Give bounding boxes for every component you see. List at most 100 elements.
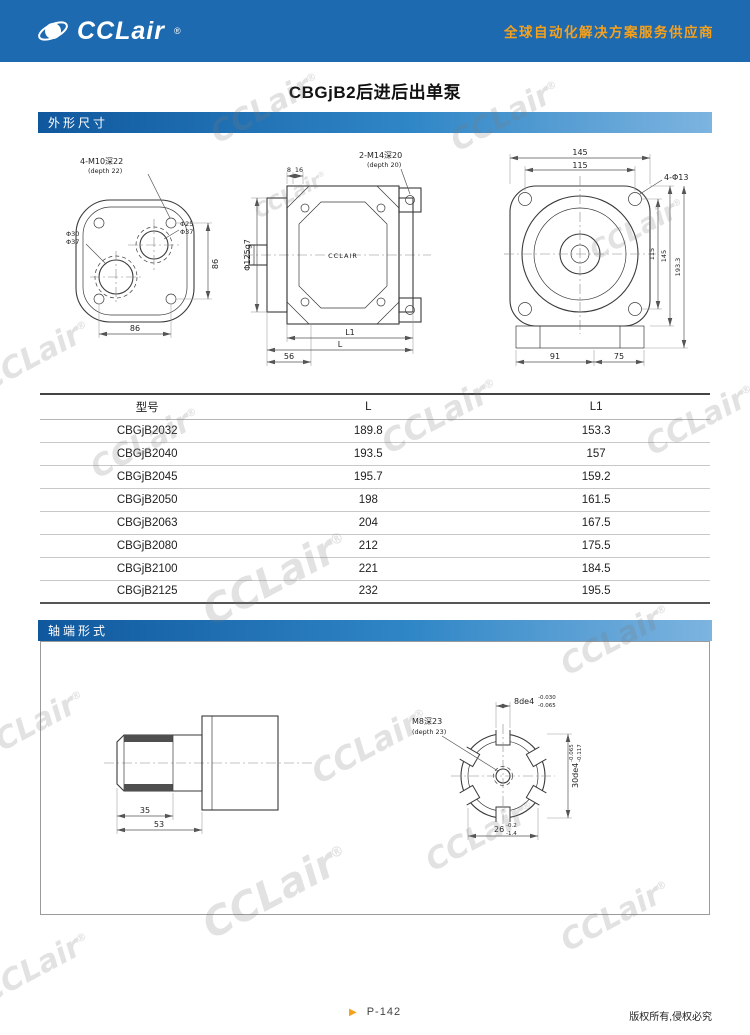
rear-view-outline — [75, 199, 195, 323]
table-header-row: 型号 L L1 — [40, 393, 710, 420]
side-view-dimensions: 8 16 2-M14深20 (depth 20) Φ125g7 L1 L 56 — [243, 151, 414, 366]
table-row: CBGjB2125 232 195.5 — [40, 580, 710, 604]
dim-label: 193.3 — [674, 258, 682, 277]
spline-section — [451, 724, 555, 828]
dim-label: 115 — [572, 161, 587, 170]
spline-dimensions: M8深23 (depth 23) 8de4 -0.030 -0.065 30de… — [412, 695, 583, 840]
dim-label: 56 — [284, 352, 294, 361]
cell-l: 204 — [254, 511, 483, 535]
page-marker-triangle-icon: ▶ — [348, 1007, 358, 1018]
cell-l1: 157 — [482, 442, 710, 466]
cclair-logo: CCLair ® — [36, 14, 181, 48]
dim-label: Φ125g7 — [243, 239, 252, 271]
cell-l: 198 — [254, 488, 483, 512]
dim-label: 91 — [550, 352, 560, 361]
dim-label: Φ30 — [66, 230, 79, 238]
side-view-outline: CCLAIR — [243, 185, 431, 325]
cell-model: CBGjB2045 — [40, 465, 255, 489]
shaft-section-box — [40, 641, 710, 915]
cell-l: 232 — [254, 580, 483, 604]
section-header-shaft: 轴端形式 — [38, 620, 712, 641]
cell-l: 195.7 — [254, 465, 483, 489]
table-row: CBGjB2050 198 161.5 — [40, 488, 710, 512]
cell-model: CBGjB2050 — [40, 488, 255, 512]
footer-page-number: ▶ P-142 — [0, 1006, 750, 1018]
cell-l: 212 — [254, 534, 483, 558]
table-row: CBGjB2080 212 175.5 — [40, 534, 710, 558]
watermark: CCLair® — [0, 929, 89, 1011]
shaft-dimensions: 35 53 — [116, 788, 203, 834]
dim-label: (depth 22) — [88, 167, 122, 175]
cell-model: CBGjB2125 — [40, 580, 255, 604]
dim-tolerance: -1.4 — [506, 831, 517, 837]
header: CCLair ® 全球自动化解决方案服务供应商 — [0, 0, 750, 62]
dim-label: 4-Φ13 — [664, 173, 688, 182]
dim-label: 4-M10深22 — [80, 157, 123, 166]
dim-tolerance: -0.065 — [538, 703, 556, 709]
front-view-dimensions: 145 115 4-Φ13 115 145 193.3 91 75 — [509, 148, 688, 366]
table-row: CBGjB2032 189.8 153.3 — [40, 419, 710, 443]
dim-label: 145 — [660, 250, 668, 262]
cell-l1: 161.5 — [482, 488, 710, 512]
dim-label: 35 — [140, 806, 150, 815]
cell-l1: 159.2 — [482, 465, 710, 489]
table-row: CBGjB2040 193.5 157 — [40, 442, 710, 466]
cell-l1: 195.5 — [482, 580, 710, 604]
cell-l: 193.5 — [254, 442, 483, 466]
dim-label: M8深23 — [412, 717, 442, 726]
dim-label: L — [338, 340, 343, 349]
cell-model: CBGjB2063 — [40, 511, 255, 535]
dim-label: 2-M14深20 — [359, 151, 402, 160]
col-header-l: L — [254, 393, 483, 420]
dim-label: (depth 23) — [412, 728, 446, 736]
company-tagline: 全球自动化解决方案服务供应商 — [504, 25, 714, 40]
cell-model: CBGjB2100 — [40, 557, 255, 581]
dim-tolerance: -0.030 — [538, 695, 556, 701]
shaft-outline — [104, 715, 315, 811]
drawing-side-view: CCLAIR 8 16 2-M14深20 (depth 20) Φ125g7 — [243, 151, 431, 366]
cell-model: CBGjB2080 — [40, 534, 255, 558]
dim-label: 26 — [494, 825, 504, 834]
drawing-rear-view: 4-M10深22 (depth 22) Φ30 Φ37 Φ25 Φ37 86 8… — [66, 157, 220, 338]
col-header-model: 型号 — [40, 393, 255, 420]
col-header-l1: L1 — [482, 393, 710, 420]
model-dimension-table: 型号 L L1 CBGjB2032 189.8 153.3 CBGjB2040 … — [40, 393, 710, 604]
logo-registered-mark: ® — [173, 26, 181, 36]
dim-label: L1 — [345, 328, 355, 337]
cell-l1: 184.5 — [482, 557, 710, 581]
page-number: P-142 — [366, 1006, 402, 1018]
dim-tolerance: -0.065 — [569, 744, 575, 762]
logo-text: CCLair — [77, 16, 165, 45]
section-header-dimensions: 外形尺寸 — [38, 112, 712, 133]
dim-label: 86 — [130, 324, 140, 333]
dim-label: 8de4 — [514, 697, 534, 706]
cell-l: 221 — [254, 557, 483, 581]
dim-label: 115 — [648, 248, 656, 260]
cell-l: 189.8 — [254, 419, 483, 443]
front-view-outline — [504, 176, 656, 349]
dim-label: 16 — [295, 166, 303, 174]
dim-label: 8 — [287, 166, 291, 174]
dim-label: 75 — [614, 352, 624, 361]
dim-label: 86 — [211, 259, 220, 269]
drawing-front-view: 145 115 4-Φ13 115 145 193.3 91 75 — [504, 148, 688, 366]
table-row: CBGjB2100 221 184.5 — [40, 557, 710, 581]
page-title: CBGjB2后进后出单泵 — [288, 83, 462, 102]
table-row: CBGjB2045 195.7 159.2 — [40, 465, 710, 489]
dim-label: 53 — [154, 820, 164, 829]
dim-label: Φ37 — [180, 228, 193, 236]
cell-l1: 175.5 — [482, 534, 710, 558]
brand-emboss: CCLAIR — [328, 252, 358, 260]
dim-label: Φ25 — [180, 220, 193, 228]
copyright-notice: 版权所有,侵权必究 — [629, 1012, 712, 1023]
dim-label: Φ37 — [66, 238, 79, 246]
dim-label: 145 — [572, 148, 587, 157]
cell-model: CBGjB2032 — [40, 419, 255, 443]
cell-model: CBGjB2040 — [40, 442, 255, 466]
dim-label: 30de4 — [571, 763, 580, 788]
logo-orbit-icon — [38, 21, 68, 41]
dim-tolerance: -0.2 — [506, 823, 517, 829]
rear-view-dimensions: 4-M10深22 (depth 22) Φ30 Φ37 Φ25 Φ37 86 8… — [66, 157, 220, 338]
drawing-shaft-side: 35 53 — [104, 715, 315, 834]
